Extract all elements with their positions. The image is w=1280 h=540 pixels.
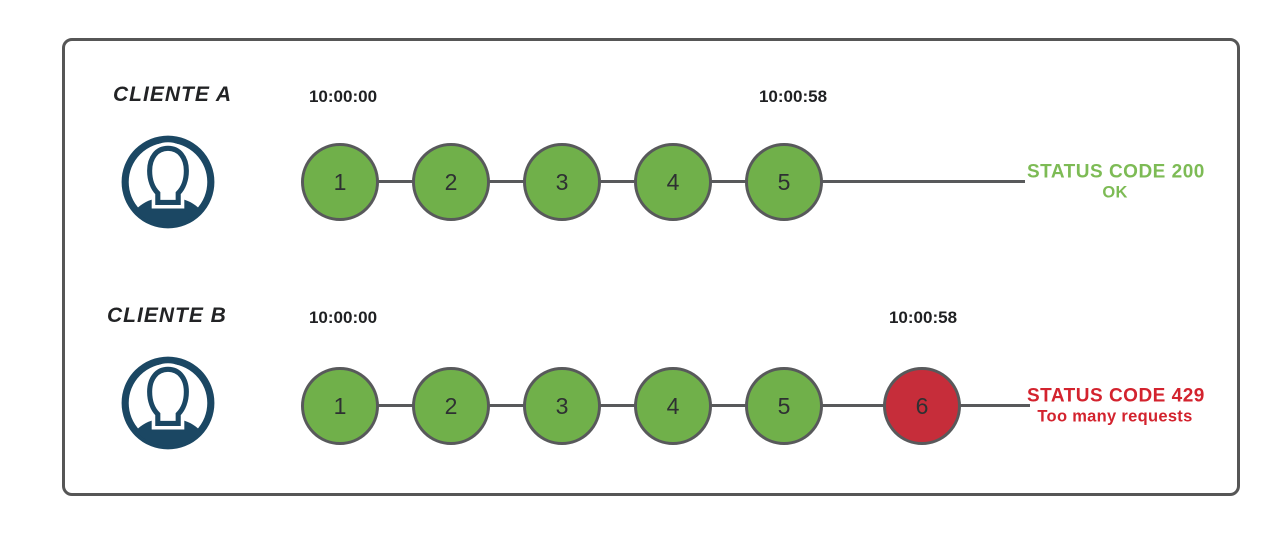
- request-circle: 4: [634, 143, 712, 221]
- request-circle: 5: [745, 367, 823, 445]
- start-timestamp: 10:00:00: [308, 308, 378, 327]
- client-b-label: CLIENTE B: [107, 304, 227, 327]
- request-circle: 3: [523, 143, 601, 221]
- client-a-label: CLIENTE A: [113, 83, 233, 106]
- user-avatar-icon: [117, 131, 219, 233]
- end-timestamp: 10:00:58: [758, 87, 828, 106]
- status-label-200: STATUS CODE 200 OK: [1027, 161, 1205, 203]
- request-circle: 2: [412, 143, 490, 221]
- user-avatar-icon: [117, 352, 219, 454]
- status-message-text: OK: [1102, 183, 1128, 202]
- request-circle: 1: [301, 143, 379, 221]
- start-timestamp: 10:00:00: [308, 87, 378, 106]
- status-message-text: Too many requests: [1037, 407, 1193, 426]
- request-circle: 6: [883, 367, 961, 445]
- status-label-429: STATUS CODE 429 Too many requests: [1027, 385, 1205, 427]
- request-circle: 2: [412, 367, 490, 445]
- end-timestamp: 10:00:58: [888, 308, 958, 327]
- status-code-text: STATUS CODE 200: [1027, 161, 1205, 183]
- request-circle: 1: [301, 367, 379, 445]
- request-circle: 5: [745, 143, 823, 221]
- request-circle: 3: [523, 367, 601, 445]
- request-circle: 4: [634, 367, 712, 445]
- status-code-text: STATUS CODE 429: [1027, 385, 1205, 407]
